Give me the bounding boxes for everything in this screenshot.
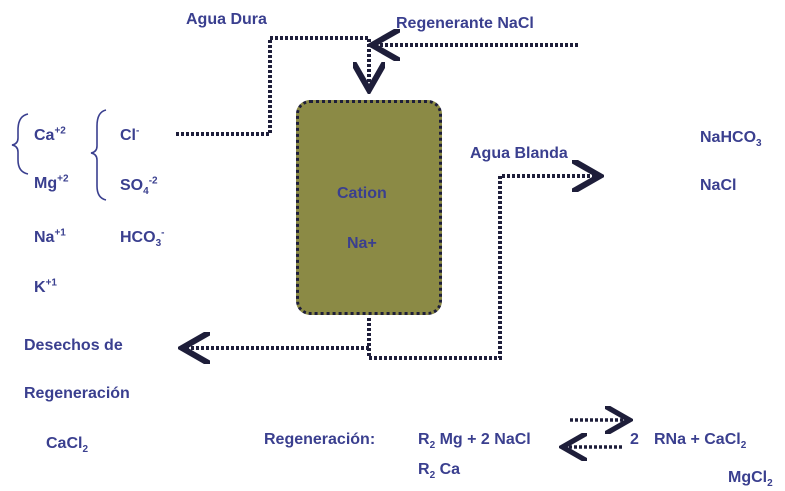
waste-label-line2: Regeneración <box>24 385 130 402</box>
reaction-rhs: RNa + CaCl2 <box>654 431 747 452</box>
soft-water-label: Agua Blanda <box>470 145 568 162</box>
cation-mg: Mg+2 <box>34 173 69 192</box>
anion-hco3: HCO3- <box>120 227 165 250</box>
anion-so4: SO4-2 <box>120 175 158 198</box>
reaction-lhs-mg: R2 Mg + 2 NaCl <box>418 431 531 452</box>
cation-k: K+1 <box>34 277 57 296</box>
anion-brace <box>90 109 107 201</box>
waste-label-line1: Desechos de <box>24 337 123 354</box>
resin-label-line1: Cation <box>337 185 387 202</box>
reaction-prefix: Regeneración: <box>264 431 376 448</box>
cation-resin-column <box>296 100 442 315</box>
waste-cacl2: CaCl2 <box>46 435 89 456</box>
output-nahco3: NaHCO3 <box>700 129 762 150</box>
hard-water-label: Agua Dura <box>186 11 267 28</box>
cation-ca: Ca+2 <box>34 125 66 144</box>
cation-na: Na+1 <box>34 227 66 246</box>
reaction-rhs-mgcl2: MgCl2 <box>728 469 773 490</box>
regenerant-label: Regenerante NaCl <box>396 15 534 32</box>
output-nacl: NaCl <box>700 177 737 194</box>
cation-brace <box>11 113 29 175</box>
reaction-lhs-ca: R2 Ca <box>418 461 461 482</box>
soft-water-line <box>367 176 596 360</box>
anion-cl: Cl- <box>120 125 140 144</box>
reaction-coef: 2 <box>630 431 639 448</box>
resin-label-line2: Na+ <box>347 235 377 252</box>
